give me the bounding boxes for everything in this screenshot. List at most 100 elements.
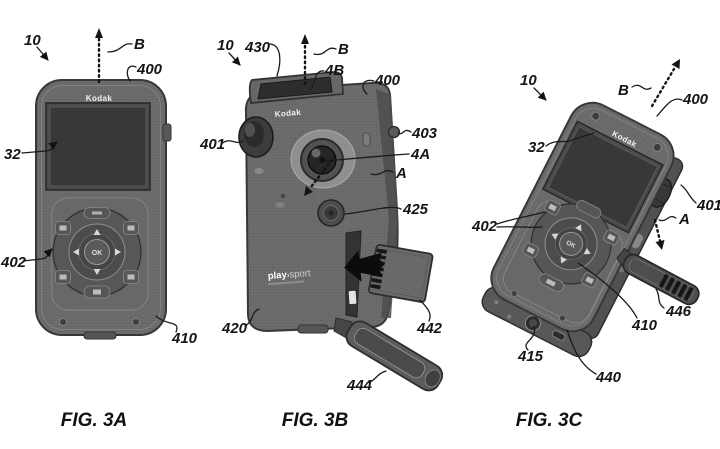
arrow-right-icon: [115, 248, 121, 256]
brand-logo: Kodak: [274, 108, 301, 119]
strap-slot: [552, 330, 566, 341]
ref-label-10: 10: [520, 72, 537, 89]
leader-400: [656, 98, 683, 117]
door-contact-pins: [658, 273, 694, 302]
leader-444: [366, 370, 387, 384]
screw-icon: [559, 314, 566, 322]
leader-402: [496, 211, 546, 225]
leader-415: [525, 325, 536, 351]
screw-icon: [591, 111, 601, 121]
side-mark: [254, 168, 264, 174]
leader-32: [21, 141, 58, 154]
ref-label-4b: 4B: [324, 62, 344, 79]
side-mark: [275, 202, 285, 208]
mic-hole: [280, 193, 286, 199]
side-latch: [162, 123, 172, 142]
ref-label-440: 440: [595, 369, 622, 386]
leader-b: [107, 43, 133, 53]
ref-label-446: 446: [665, 303, 692, 320]
arrow-right-icon: [583, 248, 591, 255]
leader-401: [220, 140, 244, 145]
bottom-tab: [297, 324, 329, 334]
camera-tilted-view: Kodak OK: [481, 101, 684, 358]
leader-420: [244, 308, 260, 327]
leader-10: [36, 46, 49, 61]
leader-400: [126, 65, 137, 82]
motion-arrow-b: [650, 67, 676, 108]
arrow-down-icon: [93, 269, 101, 275]
screw-icon: [59, 318, 67, 326]
memory-card: [368, 244, 434, 303]
ref-label-425: 425: [402, 201, 429, 218]
leader-b: [631, 84, 652, 90]
annotations-3b: 10 430 B 4B 400 401 403 4A A 425 420: [199, 34, 443, 394]
ref-label-410: 410: [631, 317, 658, 334]
leader-442: [419, 299, 431, 322]
leader-440: [566, 329, 597, 375]
ref-label-b: B: [618, 82, 629, 99]
motion-arrow-a-head: [655, 240, 665, 250]
ok-button-label: OK: [565, 239, 577, 250]
control-pad: OK: [522, 199, 620, 292]
motion-arrow-b-head: [301, 34, 309, 44]
leader-b: [313, 47, 337, 56]
figure-caption-3c: FIG. 3C: [516, 410, 583, 431]
ref-label-b: B: [134, 36, 145, 53]
tagline-bar: [267, 280, 305, 286]
leader-410: [577, 262, 638, 319]
camera-front-view: Kodak OK: [35, 79, 172, 340]
ref-label-415: 415: [517, 348, 544, 365]
ref-label-b: B: [338, 41, 349, 58]
motion-arrow-a-head: [304, 186, 313, 196]
ref-label-400: 400: [136, 61, 163, 78]
status-light: [362, 132, 371, 147]
camera-rear-view: Kodak play›sport: [238, 71, 444, 392]
figure-3c: Kodak OK: [471, 59, 720, 431]
ref-label-444: 444: [346, 377, 373, 394]
leader-401: [680, 184, 697, 204]
insert-arrow-icon: [344, 250, 384, 282]
ref-label-10: 10: [24, 32, 41, 49]
leader-430: [268, 43, 281, 77]
ok-button: [84, 239, 110, 265]
ref-label-10: 10: [217, 37, 234, 54]
screw-icon: [510, 290, 518, 297]
record-button: [576, 200, 602, 219]
arrow-left-icon: [551, 233, 559, 240]
leader-410: [155, 315, 178, 333]
screw-icon: [132, 318, 140, 326]
screw-icon: [652, 143, 662, 152]
leader-10: [228, 52, 241, 66]
ref-label-401: 401: [199, 136, 225, 153]
ref-label-a: A: [395, 165, 407, 182]
power-button: [387, 125, 401, 139]
ok-button-label: OK: [92, 250, 103, 257]
open-door-446: [616, 247, 700, 306]
leader-425: [344, 206, 402, 215]
arrow-down-icon: [560, 256, 567, 264]
motion-arrow-b-head: [95, 28, 103, 38]
leader-a: [658, 215, 677, 222]
ok-button: [559, 231, 584, 256]
leader-403: [397, 129, 412, 135]
ref-label-32: 32: [528, 139, 545, 156]
svg-text:play›sport: play›sport: [267, 268, 311, 282]
figure-caption-3a: FIG. 3A: [61, 410, 128, 431]
leader-400: [362, 79, 375, 95]
body-inner-outline: [496, 107, 669, 327]
leader-402: [22, 248, 53, 262]
figure-3b: Kodak play›sport: [199, 34, 444, 431]
annotations-3c: 10 B 400 32 401 A 402 446 410 415 4: [471, 59, 720, 386]
battery-contact: [348, 290, 357, 305]
body-inner-outline: [41, 85, 161, 330]
ref-label-402: 402: [0, 254, 27, 271]
ref-label-401: 401: [696, 197, 720, 214]
leader-32: [545, 132, 595, 147]
ref-label-410: 410: [171, 330, 198, 347]
open-door-444: [345, 320, 444, 392]
product-logo: play›sport: [267, 268, 311, 286]
lcd-screen: [49, 106, 147, 187]
bottom-lip: [83, 331, 117, 340]
arrow-left-icon: [73, 248, 79, 256]
